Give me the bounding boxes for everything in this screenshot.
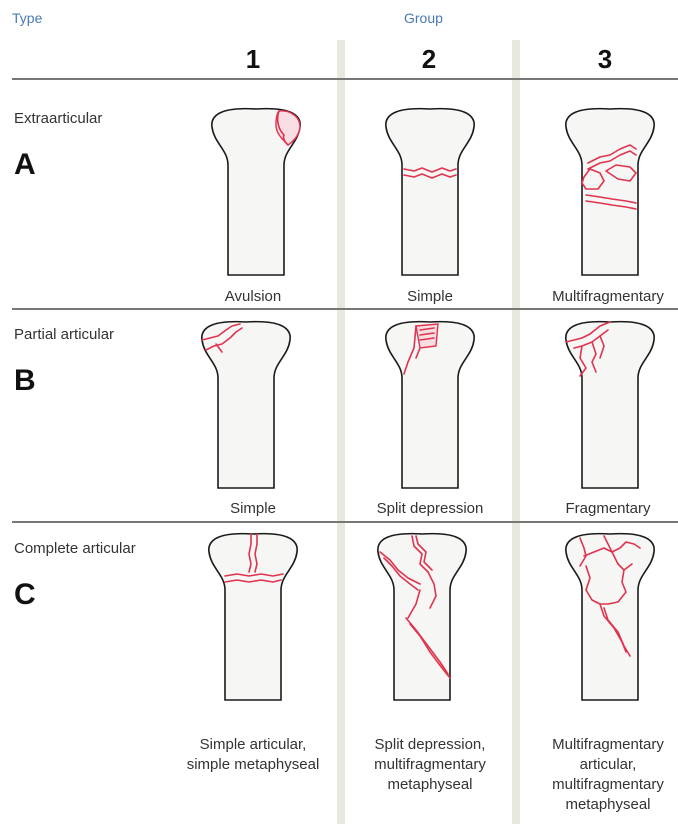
bone-a1 bbox=[206, 105, 306, 275]
row-rule-b-c bbox=[12, 521, 678, 523]
caption-b1: Simple bbox=[168, 499, 338, 519]
caption-b2: Split depression bbox=[345, 499, 515, 519]
bone-b1 bbox=[196, 318, 296, 488]
row-c-label: Complete articular bbox=[14, 540, 136, 557]
group-number-2: 2 bbox=[409, 44, 449, 75]
bone-b3 bbox=[560, 318, 660, 488]
caption-c3: Multifragmentary articular, multifragmen… bbox=[533, 735, 678, 815]
group-divider-1 bbox=[337, 40, 345, 824]
caption-c2: Split depression, multifragmentary metap… bbox=[355, 735, 505, 795]
bone-a3 bbox=[560, 105, 660, 275]
row-a-label: Extraarticular bbox=[14, 110, 102, 127]
bone-c3 bbox=[560, 530, 660, 700]
bone-a2 bbox=[380, 105, 480, 275]
bone-c1 bbox=[203, 530, 303, 700]
group-divider-2 bbox=[512, 40, 520, 824]
caption-a1: Avulsion bbox=[168, 287, 338, 307]
row-b-letter: B bbox=[14, 364, 36, 398]
type-header: Type bbox=[12, 10, 42, 26]
row-b-label: Partial articular bbox=[14, 326, 114, 343]
row-rule-a-b bbox=[12, 308, 678, 310]
row-a-letter: A bbox=[14, 148, 36, 182]
caption-b3: Fragmentary bbox=[523, 499, 678, 519]
header-rule bbox=[12, 78, 678, 80]
caption-a3: Multifragmentary bbox=[523, 287, 678, 307]
group-number-3: 3 bbox=[585, 44, 625, 75]
group-number-1: 1 bbox=[233, 44, 273, 75]
bone-b2 bbox=[380, 318, 480, 488]
caption-a2: Simple bbox=[345, 287, 515, 307]
group-header: Group bbox=[404, 10, 443, 26]
caption-c1: Simple articular, simple metaphyseal bbox=[183, 735, 323, 775]
bone-c2 bbox=[372, 530, 472, 700]
row-c-letter: C bbox=[14, 578, 36, 612]
